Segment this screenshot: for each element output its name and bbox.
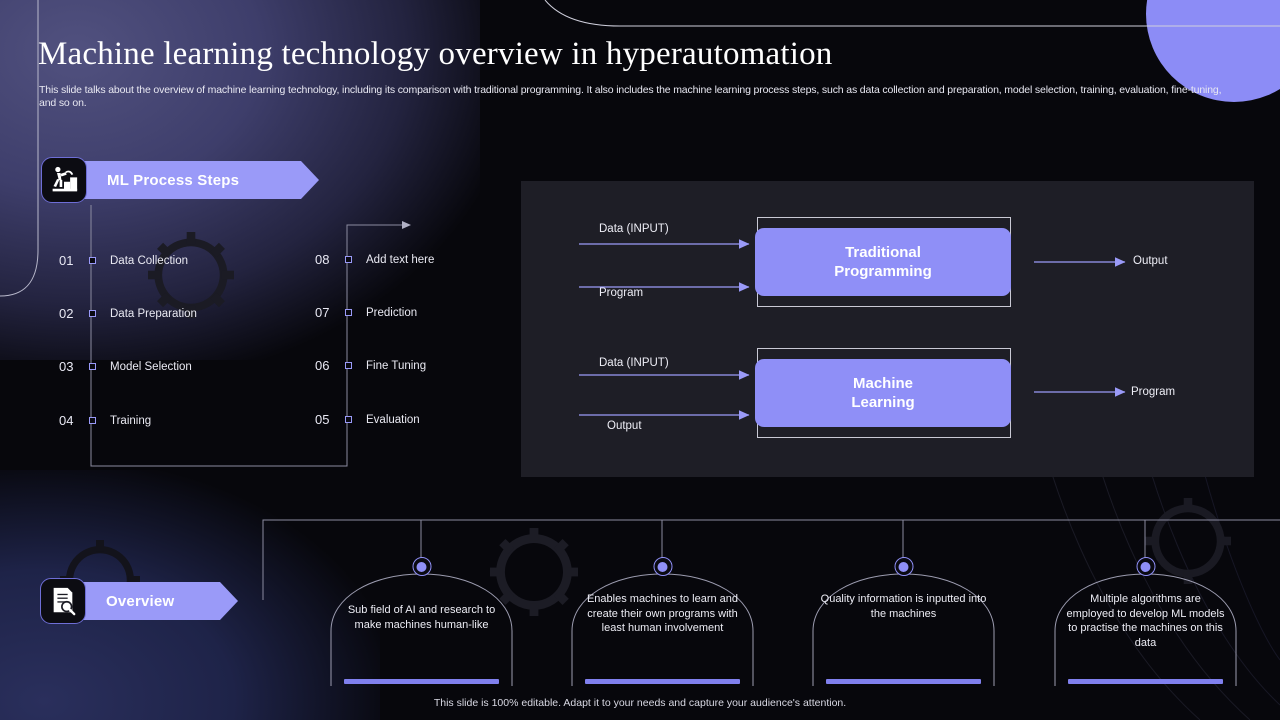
traditional-programming-line2: Programming bbox=[834, 263, 932, 280]
ml-process-steps-tag: ML Process Steps bbox=[81, 161, 319, 199]
step-dot-icon bbox=[345, 256, 352, 263]
card-bottom-bar bbox=[1068, 679, 1223, 684]
process-steps-connector bbox=[90, 205, 411, 467]
card-text: Sub field of AI and research to make mac… bbox=[347, 604, 496, 631]
card-knob-icon bbox=[412, 557, 431, 576]
card-knob-icon bbox=[1136, 557, 1155, 576]
step-number: 03 bbox=[59, 359, 74, 374]
machine-learning-line1: Machine bbox=[852, 375, 913, 392]
card-text: Enables machines to learn and create the… bbox=[586, 593, 739, 634]
comparison-panel: Traditional Programming Data (INPUT) Pro… bbox=[521, 181, 1254, 477]
step-dot-icon bbox=[345, 362, 352, 369]
list-item[interactable]: 01 Data Collection bbox=[59, 253, 188, 268]
footer-note: This slide is 100% editable. Adapt it to… bbox=[433, 697, 847, 709]
overview-tag: Overview bbox=[80, 582, 238, 620]
list-item[interactable]: Quality information is inputted into the… bbox=[812, 557, 995, 687]
tp-input-bottom-label: Program bbox=[599, 287, 644, 299]
person-climbing-steps-icon bbox=[41, 157, 87, 203]
list-item[interactable]: Sub field of AI and research to make mac… bbox=[330, 557, 513, 687]
card-text: Multiple algorithms are employed to deve… bbox=[1066, 593, 1225, 649]
traditional-programming-box[interactable]: Traditional Programming bbox=[755, 228, 1011, 296]
list-item[interactable]: 06 Fine Tuning bbox=[315, 358, 426, 373]
step-dot-icon bbox=[89, 363, 96, 370]
card-bottom-bar bbox=[826, 679, 981, 684]
card-knob-icon bbox=[653, 557, 672, 576]
ml-input-bottom-label: Output bbox=[607, 420, 642, 432]
step-dot-icon bbox=[345, 416, 352, 423]
ml-process-steps-banner: ML Process Steps bbox=[41, 157, 319, 203]
step-dot-icon bbox=[89, 417, 96, 424]
step-number: 02 bbox=[59, 306, 74, 321]
machine-learning-box[interactable]: Machine Learning bbox=[755, 359, 1011, 427]
step-label: Data Collection bbox=[110, 254, 188, 267]
list-item[interactable]: 04 Training bbox=[59, 413, 151, 428]
card-text: Quality information is inputted into the… bbox=[820, 593, 987, 620]
step-dot-icon bbox=[89, 257, 96, 264]
page-subtitle: This slide talks about the overview of m… bbox=[39, 84, 1222, 109]
ml-process-steps-label: ML Process Steps bbox=[107, 171, 240, 189]
step-label: Prediction bbox=[366, 306, 418, 319]
list-item[interactable]: 07 Prediction bbox=[315, 305, 417, 320]
step-number: 01 bbox=[59, 253, 74, 268]
step-number: 07 bbox=[315, 305, 330, 320]
list-item[interactable]: Multiple algorithms are employed to deve… bbox=[1054, 557, 1237, 687]
step-number: 05 bbox=[315, 412, 330, 427]
ml-input-top-label: Data (INPUT) bbox=[599, 357, 669, 369]
step-label: Model Selection bbox=[110, 360, 192, 373]
page-title: Machine learning technology overview in … bbox=[38, 36, 833, 72]
card-bottom-bar bbox=[585, 679, 740, 684]
traditional-programming-line1: Traditional bbox=[845, 244, 921, 261]
list-item[interactable]: 08 Add text here bbox=[315, 252, 434, 267]
step-dot-icon bbox=[89, 310, 96, 317]
overview-label: Overview bbox=[106, 592, 175, 610]
step-label: Fine Tuning bbox=[366, 359, 427, 372]
step-label: Training bbox=[110, 414, 152, 427]
list-item[interactable]: 02 Data Preparation bbox=[59, 306, 197, 321]
document-search-icon bbox=[40, 578, 86, 624]
list-item[interactable]: 05 Evaluation bbox=[315, 412, 420, 427]
ml-output-label: Program bbox=[1131, 386, 1176, 398]
tp-output-label: Output bbox=[1133, 255, 1168, 267]
step-label: Data Preparation bbox=[110, 307, 197, 320]
tp-input-top-label: Data (INPUT) bbox=[599, 223, 669, 235]
step-label: Add text here bbox=[366, 253, 435, 266]
step-number: 04 bbox=[59, 413, 74, 428]
card-bottom-bar bbox=[344, 679, 499, 684]
card-outline bbox=[812, 573, 995, 686]
list-item[interactable]: Enables machines to learn and create the… bbox=[571, 557, 754, 687]
step-number: 08 bbox=[315, 252, 330, 267]
machine-learning-line2: Learning bbox=[851, 394, 915, 411]
process-steps-group: 01 Data Collection 02 Data Preparation 0… bbox=[50, 205, 520, 475]
list-item[interactable]: 03 Model Selection bbox=[59, 359, 192, 374]
step-label: Evaluation bbox=[366, 413, 420, 426]
overview-banner: Overview bbox=[40, 578, 238, 624]
card-knob-icon bbox=[894, 557, 913, 576]
step-number: 06 bbox=[315, 358, 330, 373]
step-dot-icon bbox=[345, 309, 352, 316]
